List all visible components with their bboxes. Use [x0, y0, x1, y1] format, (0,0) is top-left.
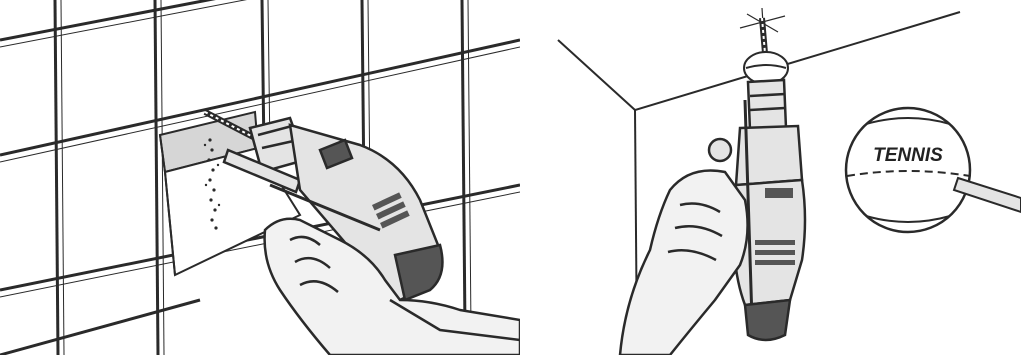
- ceiling-drilling-svg: TENNIS: [540, 0, 1021, 355]
- tile-drilling-illustration: [0, 0, 520, 355]
- magnified-tennis-ball: TENNIS: [846, 108, 1021, 232]
- tile-drilling-svg: [0, 0, 520, 355]
- ceiling-drilling-illustration: TENNIS: [540, 0, 1021, 355]
- tennis-ball-label: TENNIS: [873, 145, 943, 166]
- hand: [620, 170, 748, 355]
